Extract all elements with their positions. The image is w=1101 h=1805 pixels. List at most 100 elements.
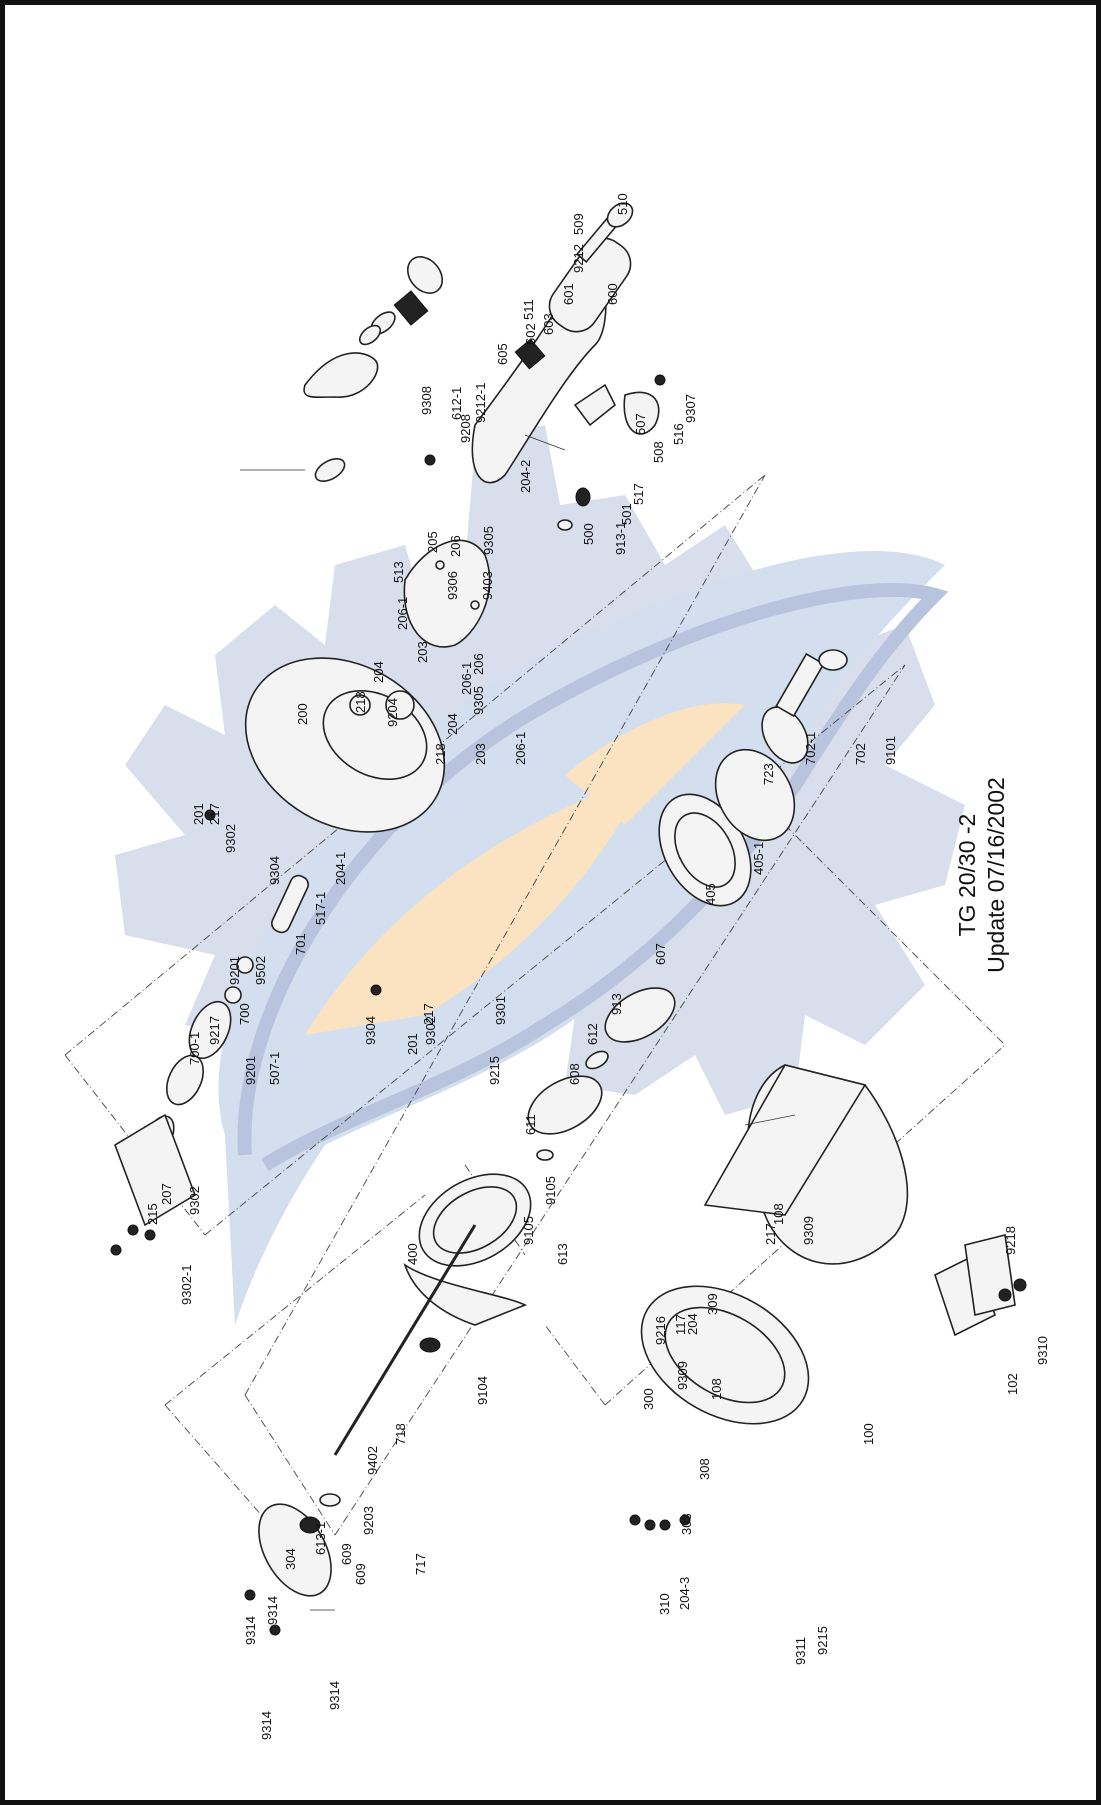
part-label-57: 201 <box>405 1033 420 1055</box>
part-label-79: 400 <box>405 1243 420 1265</box>
rod-clamp-102 <box>934 1234 1027 1337</box>
part-label-4: 600 <box>605 283 620 305</box>
part-label-67: 702-1 <box>803 732 818 765</box>
part-label-90: 9314 <box>265 1596 280 1625</box>
part-label-6: 603 <box>541 313 556 335</box>
part-label-103: 9309 <box>675 1361 690 1390</box>
part-label-70: 405 <box>703 883 718 905</box>
part-label-98: 9309 <box>801 1216 816 1245</box>
part-label-84: 9203 <box>361 1506 376 1535</box>
reel-parts <box>110 202 1027 1636</box>
screws <box>110 374 691 1636</box>
part-label-54: 507-1 <box>267 1052 282 1085</box>
frame-200 <box>244 657 446 833</box>
part-label-66: 9101 <box>883 736 898 765</box>
part-label-88: 304 <box>283 1548 298 1570</box>
part-label-95: 102 <box>1005 1373 1020 1395</box>
part-label-76: 9105 <box>543 1176 558 1205</box>
part-label-18: 517 <box>631 483 646 505</box>
part-label-86: 609 <box>339 1543 354 1565</box>
part-label-108: 303 <box>679 1513 694 1535</box>
part-label-15: 508 <box>651 441 666 463</box>
part-label-91: 9314 <box>259 1711 274 1740</box>
exploded-parts-diagram: 51050992125116006016036026059208612-1921… <box>64 193 1050 1740</box>
part-label-112: 9215 <box>815 1626 830 1655</box>
part-label-14: 507 <box>633 413 648 435</box>
part-label-39: 200 <box>295 703 310 725</box>
part-label-12: 9308 <box>419 386 434 415</box>
part-label-3: 511 <box>521 299 536 320</box>
part-label-37: 203 <box>473 743 488 765</box>
part-label-93: 9218 <box>1003 1226 1018 1255</box>
part-label-49: 9502 <box>253 956 268 985</box>
drag-lever <box>557 383 660 531</box>
bearings <box>658 649 848 907</box>
part-label-24: 9305 <box>481 526 496 555</box>
part-label-60: 9215 <box>487 1056 502 1085</box>
part-label-16: 516 <box>671 423 686 445</box>
housing-100 <box>640 1064 909 1425</box>
part-label-111: 9311 <box>793 1637 808 1665</box>
part-label-7: 602 <box>523 323 538 345</box>
part-label-72: 913 <box>609 993 624 1015</box>
part-label-87: 613-1 <box>313 1522 328 1555</box>
part-label-27: 206 <box>471 653 486 675</box>
star-drag-304 <box>258 1493 341 1597</box>
part-label-96: 217 <box>763 1223 778 1245</box>
part-label-74: 608 <box>567 1063 582 1085</box>
part-label-89: 9314 <box>243 1616 258 1645</box>
part-label-92: 9314 <box>327 1681 342 1710</box>
part-label-40: 218 <box>433 743 448 765</box>
part-label-106: 100 <box>861 1423 876 1445</box>
part-label-21: 913-1 <box>613 522 628 555</box>
part-label-2: 9212 <box>571 244 586 273</box>
part-label-45: 204-1 <box>333 852 348 885</box>
part-label-102: 309 <box>705 1293 720 1315</box>
part-label-31: 203 <box>415 641 430 663</box>
part-label-9: 9208 <box>458 414 473 443</box>
side-plate-205 <box>403 539 491 648</box>
part-label-61: 215 <box>145 1203 160 1225</box>
part-label-58: 217 <box>421 1003 436 1025</box>
part-label-104: 108 <box>709 1378 724 1400</box>
part-label-77: 9105 <box>521 1216 536 1245</box>
part-label-62: 207 <box>159 1183 174 1205</box>
part-label-29: 513 <box>391 561 406 583</box>
part-label-8: 605 <box>495 343 510 365</box>
part-label-107: 308 <box>697 1458 712 1480</box>
part-label-32: 204 <box>371 661 386 683</box>
part-label-55: 9304 <box>363 1016 378 1045</box>
part-label-13: 204-2 <box>518 460 533 493</box>
part-label-85: 609 <box>353 1563 368 1585</box>
part-label-82: 9402 <box>365 1446 380 1475</box>
part-label-59: 9301 <box>493 996 508 1025</box>
part-label-10: 612-1 <box>449 387 464 420</box>
part-label-22: 205 <box>425 531 440 553</box>
part-label-26: 9403 <box>480 571 495 600</box>
part-label-80: 9104 <box>475 1376 490 1405</box>
part-label-53: 9201 <box>243 1056 258 1085</box>
part-label-109: 310 <box>657 1593 672 1615</box>
part-label-83: 717 <box>413 1553 428 1575</box>
part-label-38: 206-1 <box>513 732 528 765</box>
part-label-50: 700 <box>237 1003 252 1025</box>
part-label-36: 204 <box>445 713 460 735</box>
part-label-64: 9302-1 <box>179 1265 194 1305</box>
part-label-34: 9204 <box>385 698 400 727</box>
title-block: TG 20/30 -2 Update 07/16/2002 <box>953 745 1023 1005</box>
gear-set <box>114 874 310 1227</box>
part-label-52: 700-1 <box>187 1032 202 1065</box>
part-label-48: 9201 <box>227 956 242 985</box>
part-label-20: 500 <box>581 523 596 545</box>
part-label-43: 9302 <box>223 824 238 853</box>
part-label-56: 9302 <box>423 1016 438 1045</box>
part-label-75: 611 <box>523 1114 538 1135</box>
part-label-41: 201 <box>191 803 206 825</box>
part-label-30: 206-1 <box>395 597 410 630</box>
part-label-68: 723 <box>761 763 776 785</box>
part-label-100: 117 <box>673 1314 688 1335</box>
handle-arm <box>471 202 634 484</box>
update-date: Update 07/16/2002 <box>983 777 1009 973</box>
